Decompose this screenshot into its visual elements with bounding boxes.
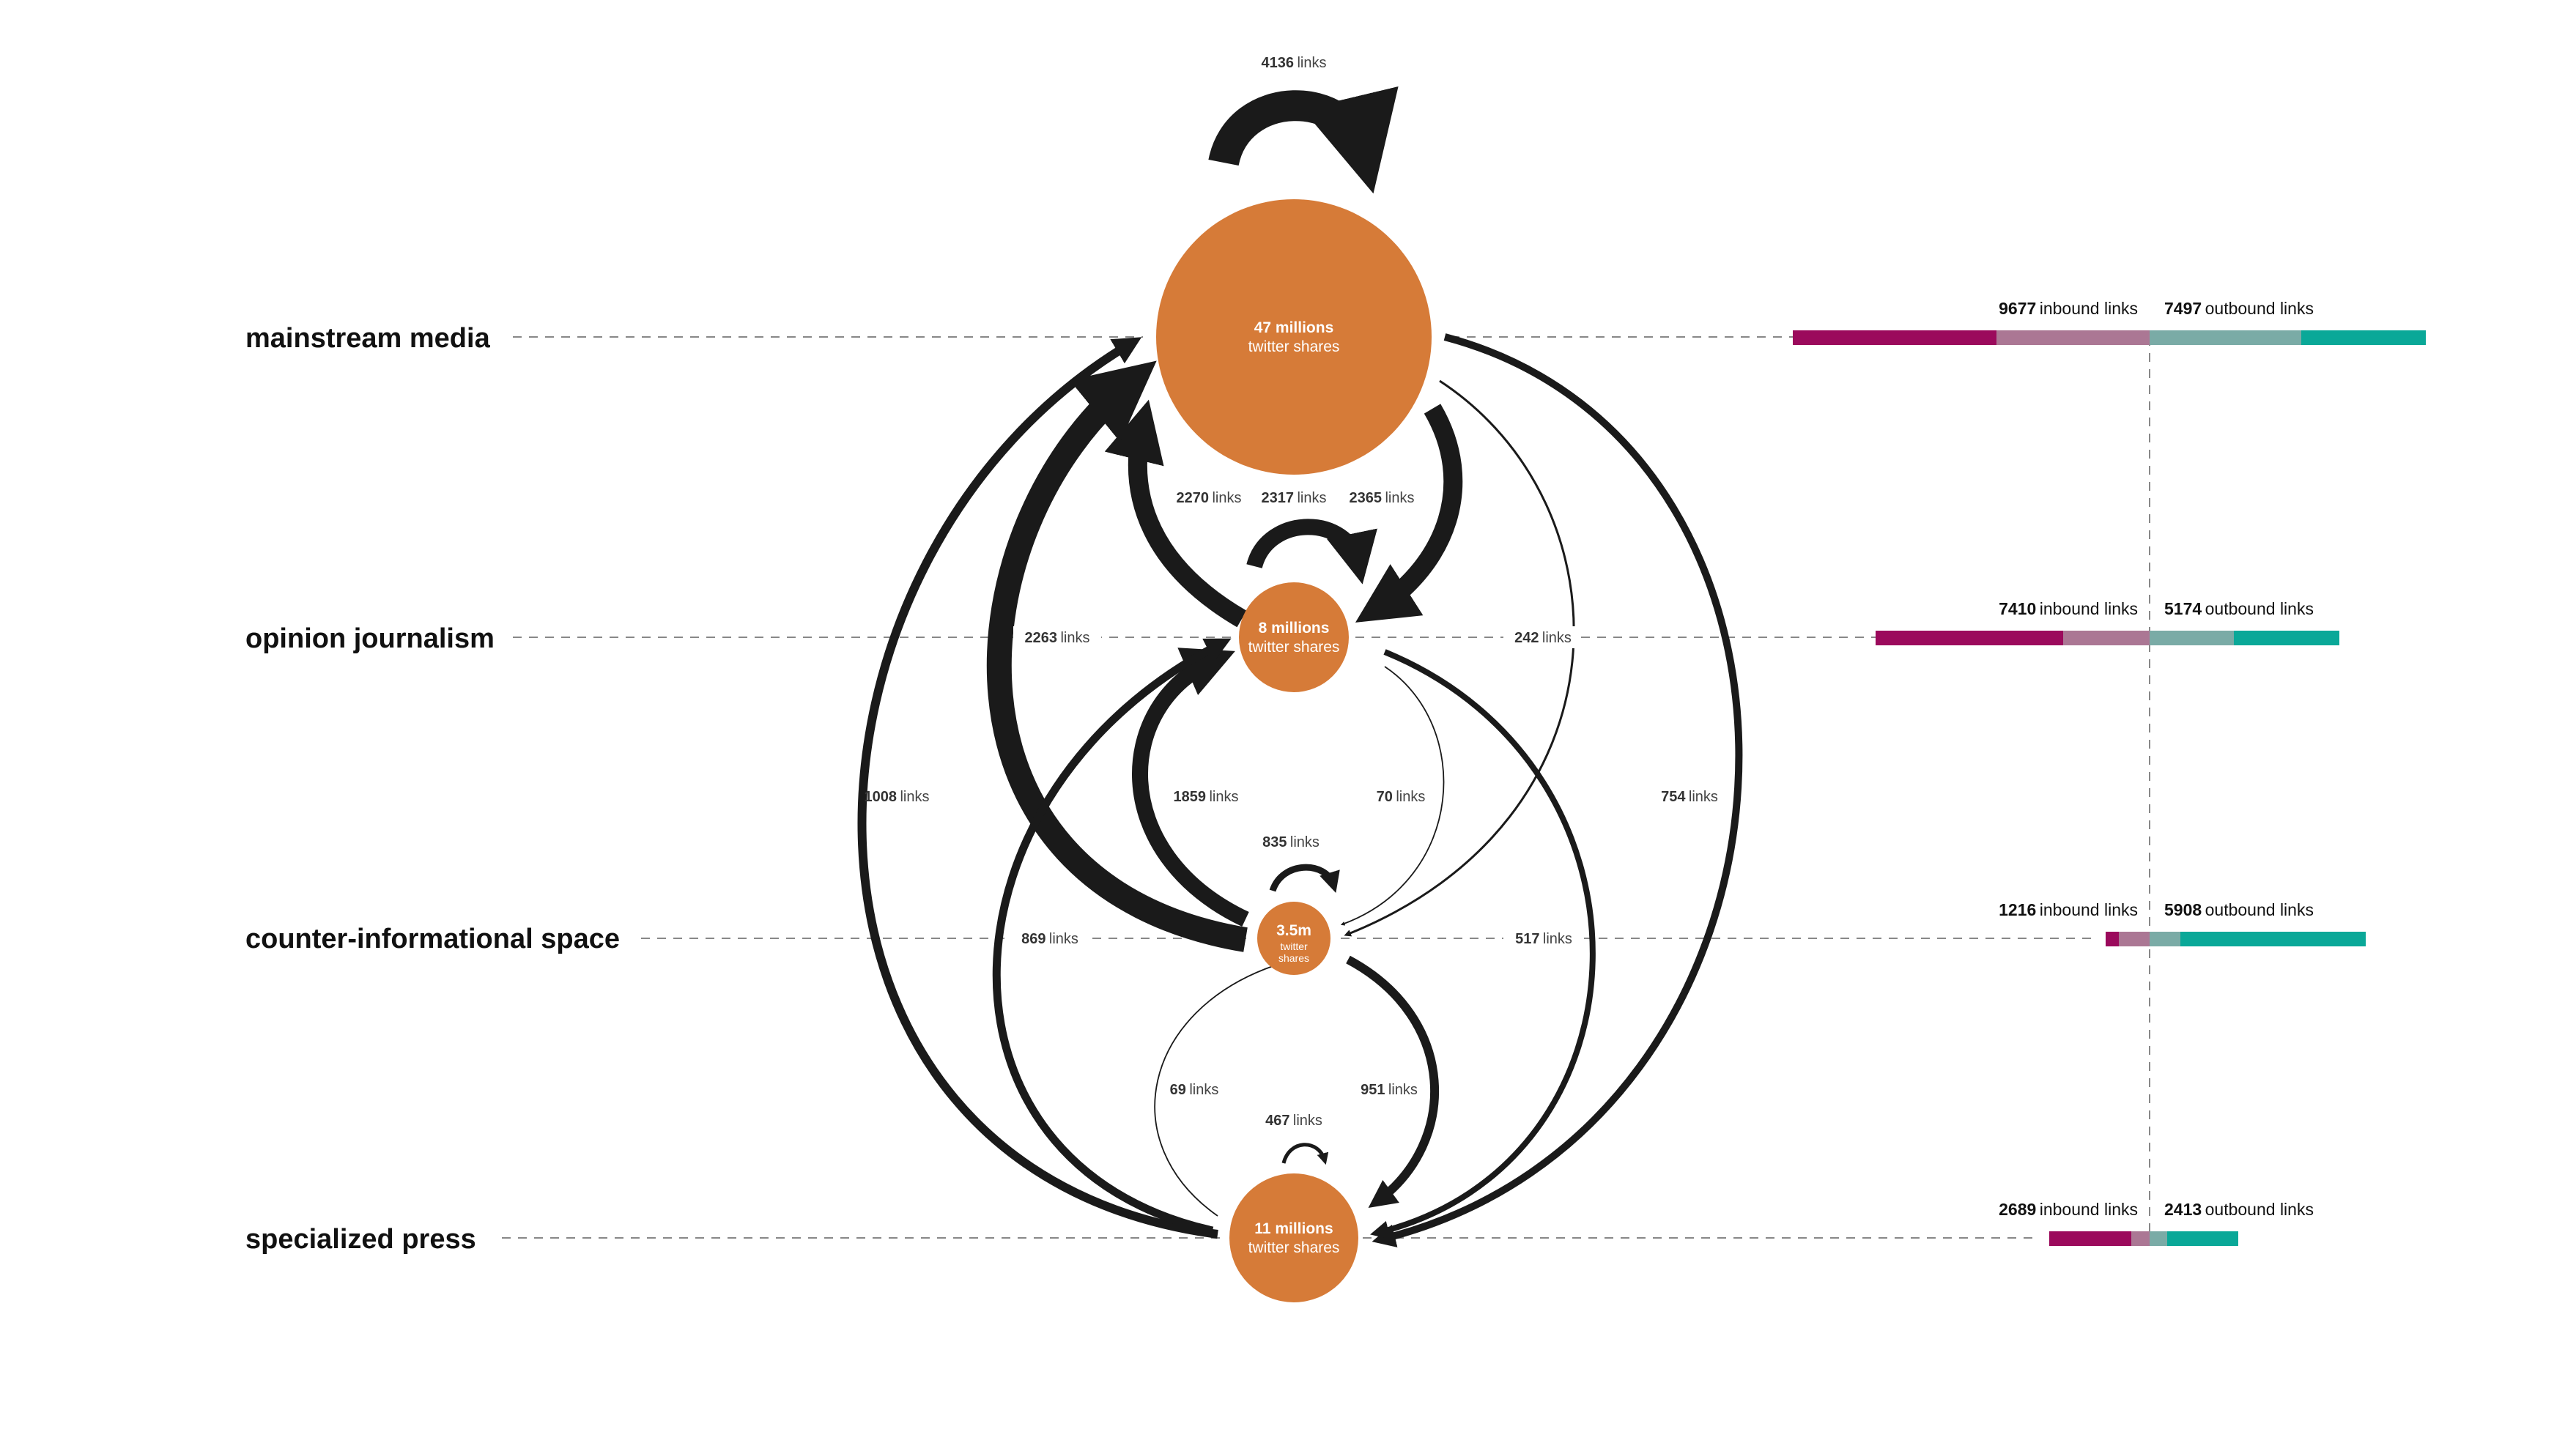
node-counter-sub1: twitter <box>1280 941 1308 952</box>
inbound-label-mainstream: 9677 inbound links <box>1999 299 2138 318</box>
node-opinion-value: 8 millions <box>1259 620 1330 637</box>
node-labels: 47 millions twitter shares 8 millions tw… <box>1248 319 1340 1256</box>
edge-specialized-to-counter <box>1154 964 1277 1217</box>
bar-opinion-in-dark <box>1876 631 2063 645</box>
outbound-label-mainstream: 7497 outbound links <box>2164 299 2314 318</box>
link-bars <box>1793 330 2426 1246</box>
edge-counter-to-specialized <box>1346 955 1440 1209</box>
edge-counter-to-opinion <box>1132 648 1249 927</box>
bar-counter-out-light <box>2150 932 2180 946</box>
node-specialized <box>1229 1173 1358 1302</box>
edges <box>857 333 1743 1247</box>
edge-label-specialized-to-opinion: 869 links <box>1021 931 1078 947</box>
node-mainstream-sub: twitter shares <box>1248 338 1340 355</box>
self-label-opinion: 2317 links <box>1262 490 1327 506</box>
edge-label-opinion-to-counter: 70 links <box>1377 789 1426 805</box>
bar-opinion-out-light <box>2150 631 2234 645</box>
edge-opinion-to-specialized <box>1370 649 1596 1239</box>
label-mainstream: mainstream media <box>245 323 491 354</box>
self-label-mainstream: 4136 links <box>1262 55 1327 71</box>
inbound-label-opinion: 7410 inbound links <box>1999 599 2138 618</box>
bar-labels: 9677 inbound links 7497 outbound links 7… <box>1999 299 2314 1219</box>
edge-label-bg-counter-to-mainstream <box>1013 626 1101 648</box>
edge-label-counter-to-mainstream: 2263 links <box>1025 630 1090 646</box>
edge-label-bg-opinion-to-specialized <box>1503 927 1584 949</box>
self-loop-specialized <box>1281 1143 1329 1165</box>
nodes <box>1156 199 1432 1302</box>
edge-opinion-to-counter <box>1340 666 1445 926</box>
inbound-label-counter: 1216 inbound links <box>1999 900 2138 919</box>
bar-counter-out-dark <box>2180 932 2366 946</box>
row-guides <box>502 336 2095 1239</box>
self-loops <box>1208 86 1399 1165</box>
edge-mainstream-to-opinion <box>1355 404 1463 623</box>
edge-label-counter-to-specialized: 951 links <box>1361 1082 1418 1098</box>
bar-counter-in-light <box>2119 932 2150 946</box>
self-label-specialized: 467 links <box>1265 1113 1322 1129</box>
label-specialized: specialized press <box>245 1224 476 1255</box>
edge-label-mainstream-to-opinion: 2365 links <box>1350 490 1415 506</box>
bar-mainstream-in-light <box>1996 330 2150 345</box>
outbound-label-opinion: 5174 outbound links <box>2164 599 2314 618</box>
bar-counter-in-dark <box>2106 932 2119 946</box>
outbound-label-counter: 5908 outbound links <box>2164 900 2314 919</box>
bar-mainstream-in-dark <box>1793 330 1996 345</box>
self-label-counter: 835 links <box>1262 834 1320 850</box>
edge-specialized-to-mainstream <box>857 337 1218 1239</box>
self-loop-opinion <box>1246 519 1377 585</box>
node-counter-sub2: shares <box>1278 952 1309 964</box>
label-counter: counter-informational space <box>245 924 620 954</box>
node-specialized-value: 11 millions <box>1254 1220 1333 1237</box>
node-mainstream-value: 47 millions <box>1254 319 1334 336</box>
edge-label-mainstream-to-counter: 242 links <box>1514 630 1572 646</box>
node-mainstream <box>1156 199 1432 475</box>
edge-counter-to-mainstream <box>986 360 1248 952</box>
node-opinion-sub: twitter shares <box>1248 639 1340 656</box>
node-counter <box>1257 902 1330 975</box>
edge-labels: 2270 links 2365 links 2263 links 242 lin… <box>865 490 1718 1098</box>
edge-label-bg-mainstream-to-counter <box>1503 626 1581 648</box>
edge-label-specialized-to-counter: 69 links <box>1170 1082 1219 1098</box>
bar-opinion <box>1876 631 2339 645</box>
category-labels: mainstream media opinion journalism coun… <box>245 323 620 1255</box>
bar-specialized-in-light <box>2131 1231 2150 1246</box>
edge-label-specialized-to-mainstream: 1008 links <box>865 789 930 805</box>
edge-label-opinion-to-mainstream: 2270 links <box>1177 490 1242 506</box>
bar-mainstream <box>1793 330 2426 345</box>
bar-mainstream-out-light <box>2150 330 2301 345</box>
edge-opinion-to-mainstream <box>1104 399 1247 628</box>
bar-counter <box>2106 932 2366 946</box>
node-specialized-sub: twitter shares <box>1248 1239 1340 1256</box>
bar-specialized <box>2049 1231 2238 1246</box>
outbound-label-specialized: 2413 outbound links <box>2164 1200 2314 1219</box>
node-opinion <box>1239 582 1349 692</box>
self-loop-labels: 4136 links 2317 links 835 links 467 link… <box>1262 55 1327 1129</box>
label-opinion: opinion journalism <box>245 623 495 654</box>
edge-specialized-to-opinion <box>992 638 1232 1235</box>
edge-label-opinion-to-specialized: 517 links <box>1515 931 1572 947</box>
inbound-label-specialized: 2689 inbound links <box>1999 1200 2138 1219</box>
edge-mainstream-to-specialized <box>1372 333 1743 1247</box>
bar-specialized-out-light <box>2150 1231 2167 1246</box>
bar-specialized-in-dark <box>2049 1231 2131 1246</box>
edge-label-mainstream-to-specialized: 754 links <box>1661 789 1718 805</box>
edge-mainstream-to-counter <box>1344 379 1575 937</box>
self-loop-counter <box>1269 864 1340 894</box>
node-counter-value: 3.5m <box>1276 922 1311 939</box>
bar-opinion-in-light <box>2063 631 2150 645</box>
edge-label-bg-specialized-to-opinion <box>1010 927 1090 949</box>
bar-mainstream-out-dark <box>2301 330 2426 345</box>
bar-specialized-out-dark <box>2167 1231 2238 1246</box>
self-loop-mainstream <box>1208 86 1399 194</box>
edge-label-counter-to-opinion: 1859 links <box>1174 789 1239 805</box>
bar-opinion-out-dark <box>2234 631 2339 645</box>
